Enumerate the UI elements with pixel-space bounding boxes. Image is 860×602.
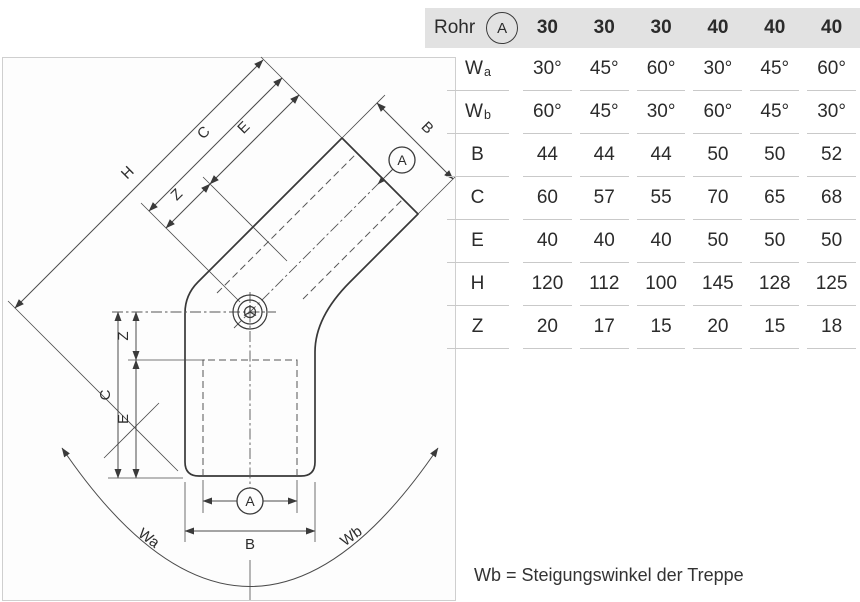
pipe-label-a-top: A — [397, 152, 407, 168]
bottom-dimensions: A B — [184, 480, 316, 553]
table-cell: 30° — [523, 48, 572, 91]
table-cell: 68 — [807, 177, 856, 220]
table-cell: 20 — [523, 306, 572, 349]
dim-label-e-left: E — [115, 414, 132, 424]
table-cell: 52 — [807, 134, 856, 177]
row-label: H — [447, 263, 509, 306]
table-cell: 60° — [693, 91, 743, 134]
table-cell: 50 — [693, 134, 743, 177]
table-row-h: H 120 112 100 145 128 125 — [425, 263, 860, 306]
header-value: 40 — [764, 17, 786, 38]
table-row-c: C 60 57 55 70 65 68 — [425, 177, 860, 220]
table-cell: 60° — [636, 48, 686, 91]
footnote-wb: Wb = Steigungswinkel der Treppe — [474, 565, 744, 585]
table-cell: 18 — [807, 306, 856, 349]
table-cell: 50 — [750, 134, 800, 177]
table-row-b: B 44 44 44 50 50 52 — [425, 134, 860, 177]
table-cell: 60° — [523, 91, 572, 134]
row-label: E — [447, 220, 509, 263]
table-cell: 45° — [579, 48, 629, 91]
table-header-rohr: Rohr A — [425, 8, 519, 48]
table-cell: 145 — [693, 263, 743, 306]
table-cell: 60 — [523, 177, 572, 220]
table-cell: 40 — [523, 220, 572, 263]
header-value: 30 — [650, 17, 672, 38]
table-cell: 17 — [579, 306, 629, 349]
header-value: 40 — [821, 17, 843, 38]
table-cell: 44 — [636, 134, 686, 177]
pipe-symbol-a-letter: A — [497, 19, 508, 37]
header-value: 40 — [707, 17, 729, 38]
table-cell: 20 — [693, 306, 743, 349]
table-header-row: Rohr A 30 30 30 40 40 40 — [425, 8, 860, 48]
pipe-diameter-balloon-top — [388, 146, 416, 174]
rohr-label: Rohr — [434, 17, 476, 38]
table-cell: 70 — [693, 177, 743, 220]
table-cell: 45° — [750, 91, 800, 134]
table-cell: 112 — [579, 263, 629, 306]
table-cell: 50 — [807, 220, 856, 263]
table-cell: 60° — [807, 48, 856, 91]
top-end-dimensions: B A — [341, 94, 456, 215]
table-cell: 65 — [750, 177, 800, 220]
table-cell: 57 — [579, 177, 629, 220]
table-cell: 30° — [693, 48, 743, 91]
table-cell: 125 — [807, 263, 856, 306]
header-value: 30 — [536, 17, 558, 38]
table-cell: 15 — [636, 306, 686, 349]
table-cell: 50 — [750, 220, 800, 263]
table-cell: 30° — [807, 91, 856, 134]
pipe-label-a-bottom: A — [245, 493, 255, 509]
table-cell: 45° — [750, 48, 800, 91]
table-cell: 100 — [636, 263, 686, 306]
table-cell: 128 — [750, 263, 800, 306]
table-cell: 44 — [579, 134, 629, 177]
table-cell: 40 — [636, 220, 686, 263]
table-cell: 30° — [636, 91, 686, 134]
dim-label-b-bottom: B — [245, 536, 255, 553]
table-cell: 50 — [693, 220, 743, 263]
row-label: C — [447, 177, 509, 220]
table-cell: 44 — [523, 134, 572, 177]
table-cell: 120 — [523, 263, 572, 306]
pipe-diameter-balloon-bottom — [236, 487, 264, 515]
row-label: B — [447, 134, 509, 177]
hidden-bore-lines — [202, 152, 404, 476]
row-label: Z — [447, 306, 509, 349]
pipe-symbol-a: A — [486, 12, 519, 44]
dim-label-z-left: Z — [115, 331, 132, 340]
table-cell: 45° — [579, 91, 629, 134]
drawing-panel-border — [2, 57, 456, 601]
table-row-z: Z 20 17 15 20 15 18 — [425, 306, 860, 349]
header-value: 30 — [593, 17, 615, 38]
table-cell: 55 — [636, 177, 686, 220]
table-cell: 40 — [579, 220, 629, 263]
dim-label-c-left: C — [97, 389, 114, 400]
table-row-e: E 40 40 40 50 50 50 — [425, 220, 860, 263]
table-cell: 15 — [750, 306, 800, 349]
